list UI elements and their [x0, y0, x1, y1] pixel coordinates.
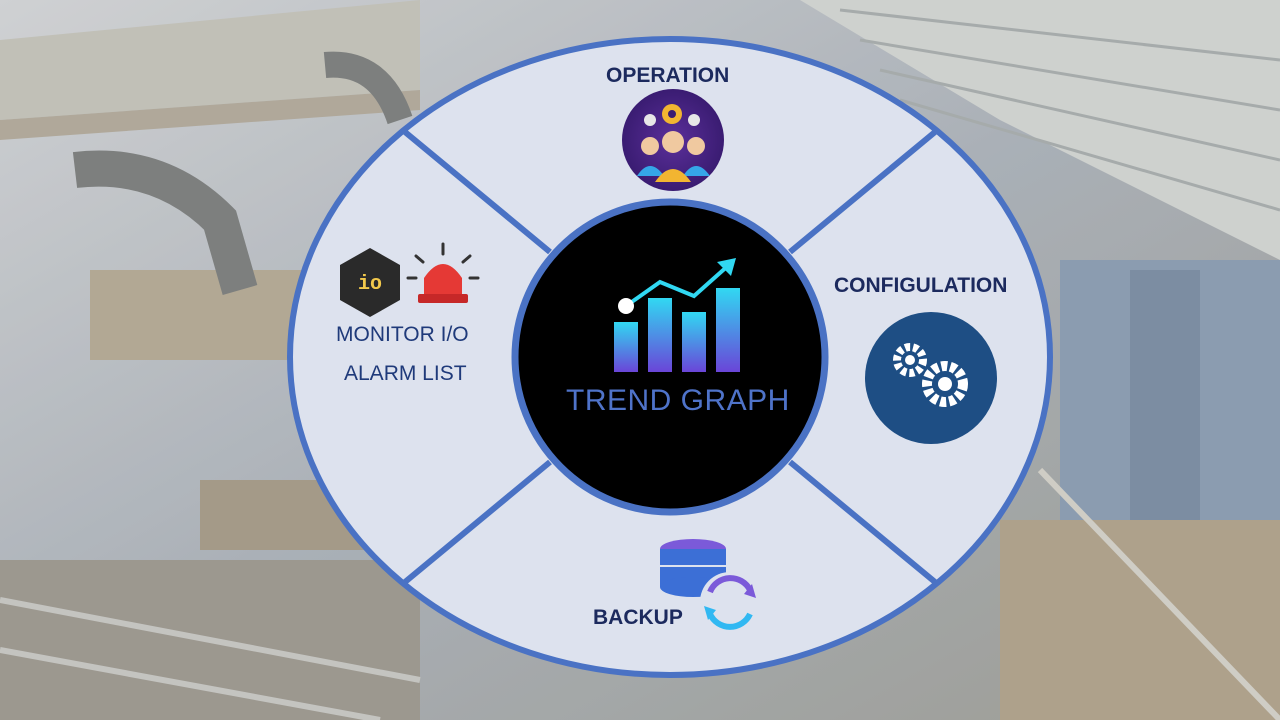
center-title: TREND GRAPH: [566, 384, 790, 417]
monitor-alarm-segment[interactable]: [300, 180, 510, 540]
operation-segment[interactable]: [470, 45, 870, 210]
svg-text:io: io: [358, 273, 382, 296]
trend-graph-center[interactable]: [535, 222, 805, 492]
trend-chart-icon: [614, 258, 740, 372]
segment-label-operation: OPERATION: [606, 64, 730, 87]
segment-label-monitor-io: MONITOR I/O: [336, 323, 469, 346]
segment-label-configuration: CONFIGULATION: [834, 274, 1008, 297]
backup-segment[interactable]: [470, 505, 870, 670]
io-hexagon-icon: io: [340, 248, 400, 317]
configuration-segment[interactable]: [830, 180, 1040, 540]
segment-label-alarm-list: ALARM LIST: [344, 362, 467, 385]
segment-label-backup: BACKUP: [593, 606, 683, 629]
team-gears-icon: [622, 89, 724, 191]
database-sync-icon: [660, 539, 760, 632]
alarm-siren-icon: [406, 242, 480, 303]
segment-dividers: [403, 129, 937, 585]
gears-icon: [865, 312, 997, 444]
